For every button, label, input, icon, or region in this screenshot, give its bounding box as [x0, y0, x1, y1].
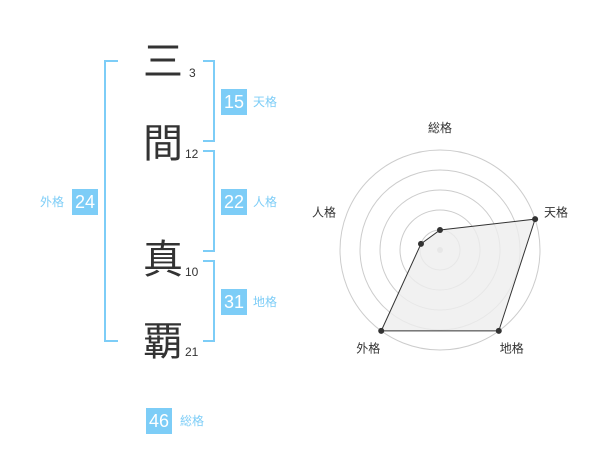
radar-axis-label-1: 総格	[428, 120, 452, 135]
radar-axis-label-2: 天格	[544, 204, 568, 219]
radar-point-1	[437, 227, 443, 233]
chikaku-label: 地格	[253, 295, 278, 309]
stroke-count-4: 21	[185, 345, 199, 359]
chikaku-bracket	[203, 260, 215, 342]
radar-point-3	[495, 327, 502, 334]
tenkaku-badge: 15	[221, 89, 248, 115]
name-char-1: 三	[143, 39, 183, 85]
name-char-4: 覇	[143, 319, 183, 365]
radar-ring	[339, 149, 541, 351]
jinkaku-bracket	[203, 150, 215, 252]
radar-point-4	[378, 327, 385, 334]
radar-axis-label-4: 外格	[356, 341, 380, 356]
radar-point-5	[417, 240, 424, 247]
radar-series-area	[380, 218, 536, 332]
tenkaku-label: 天格	[253, 95, 278, 109]
radar-axis-label-3: 地格	[500, 341, 524, 356]
name-char-3: 真	[143, 237, 183, 283]
tenkaku-bracket	[203, 60, 215, 142]
stroke-count-2: 12	[185, 147, 199, 161]
gaikaku-badge: 24	[72, 189, 99, 215]
gaikaku-bracket	[104, 60, 118, 342]
stroke-count-1: 3	[189, 66, 196, 80]
name-char-2: 間	[143, 121, 183, 167]
soukaku-label: 総格	[180, 414, 205, 428]
radar-axis-label-5: 人格	[312, 204, 336, 219]
soukaku-badge: 46	[146, 408, 173, 434]
gaikaku-label: 外格	[40, 195, 65, 209]
chikaku-badge: 31	[221, 289, 248, 315]
jinkaku-label: 人格	[253, 195, 278, 209]
jinkaku-badge: 22	[221, 189, 248, 215]
radar-point-2	[532, 216, 539, 223]
stroke-count-3: 10	[185, 265, 199, 279]
